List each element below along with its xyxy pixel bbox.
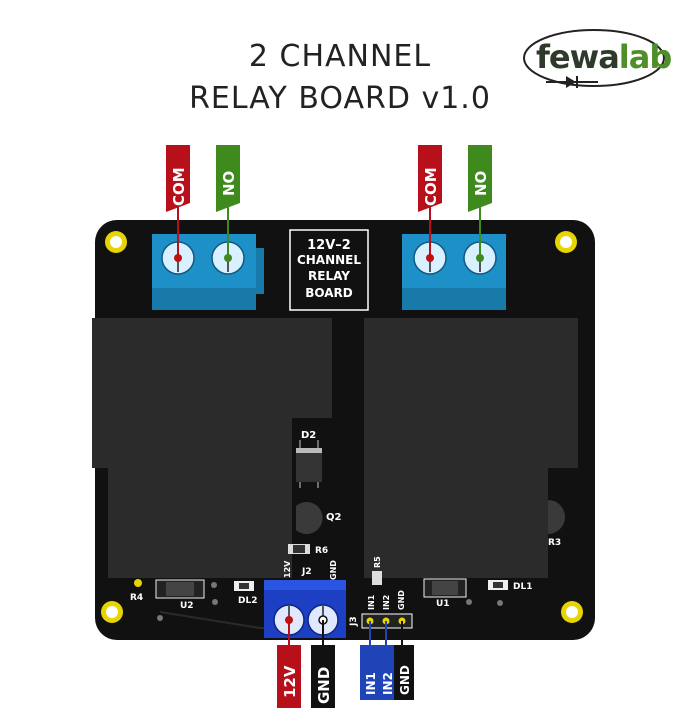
- label-j3-in2: IN2: [382, 595, 391, 610]
- label-j2-12v: 12V: [283, 560, 292, 578]
- label-d2: D2: [301, 430, 316, 441]
- flag-gnd-power-label: GND: [315, 667, 333, 704]
- title-line-2: RELAY BOARD v1.0: [189, 81, 491, 116]
- diode-d2: [296, 448, 322, 482]
- label-r5: R5: [373, 556, 382, 568]
- board-label-box: [289, 229, 369, 311]
- flag-com-right: COM: [418, 145, 442, 212]
- relay-left: [92, 318, 332, 578]
- label-j3: J3: [349, 616, 359, 627]
- transistor-q2: [296, 501, 323, 534]
- mounting-hole-br: [561, 601, 583, 623]
- flag-12v: 12V: [277, 645, 301, 708]
- flag-in1: IN1: [360, 645, 380, 700]
- resistor-r5: [372, 571, 382, 585]
- flag-no-left-label: NO: [220, 171, 238, 196]
- label-q2: Q2: [326, 512, 342, 523]
- mounting-hole-bl: [101, 601, 123, 623]
- flag-in2-label: IN2: [381, 672, 395, 695]
- board-label-line-4: BOARD: [305, 286, 353, 300]
- mounting-hole-tr: [555, 231, 577, 253]
- mounting-hole-tl: [105, 231, 127, 253]
- label-j3-in1: IN1: [367, 594, 376, 610]
- label-j2: J2: [301, 567, 312, 577]
- flag-in2: IN2: [377, 645, 397, 700]
- relay-right: [364, 318, 578, 578]
- title-line-1: 2 CHANNEL: [248, 39, 432, 74]
- flag-no-right-label: NO: [472, 171, 490, 196]
- logo-text-fewa: fewa: [536, 38, 620, 76]
- board-label-line-2: CHANNEL: [297, 253, 361, 267]
- label-j3-gnd: GND: [397, 590, 406, 610]
- flag-com-left-label: COM: [170, 167, 188, 206]
- flag-12v-label: 12V: [281, 665, 299, 698]
- label-r4: R4: [130, 593, 143, 603]
- flag-com-left: COM: [166, 145, 190, 212]
- label-dl1: DL1: [513, 582, 532, 592]
- logo-swoosh-icon: [523, 29, 665, 88]
- fewalab-logo: fewalab: [520, 20, 672, 100]
- flag-com-right-label: COM: [422, 167, 440, 206]
- label-dl2: DL2: [238, 596, 257, 606]
- label-u1: U1: [436, 599, 450, 609]
- terminal-block-power: [264, 580, 346, 638]
- flag-no-left: NO: [216, 145, 240, 212]
- flag-gnd-input-label: GND: [398, 665, 412, 695]
- label-u2: U2: [180, 601, 194, 611]
- label-r6: R6: [315, 546, 328, 556]
- terminal-block-left: [152, 234, 264, 310]
- flag-gnd-input: GND: [394, 645, 414, 700]
- pad-r4: [134, 579, 142, 587]
- label-r3: R3: [548, 538, 561, 548]
- board-label-line-3: RELAY: [308, 269, 350, 283]
- flag-no-right: NO: [468, 145, 492, 212]
- label-j2-gnd: GND: [329, 560, 338, 580]
- flag-in1-label: IN1: [364, 672, 378, 695]
- board-label-line-1: 12V–2: [307, 238, 351, 253]
- logo-text-lab: lab: [618, 38, 672, 76]
- terminal-block-right: [402, 234, 506, 310]
- logo-text: fewalab: [536, 38, 672, 76]
- flag-gnd-power: GND: [311, 645, 335, 708]
- transistor-q1: [548, 500, 565, 534]
